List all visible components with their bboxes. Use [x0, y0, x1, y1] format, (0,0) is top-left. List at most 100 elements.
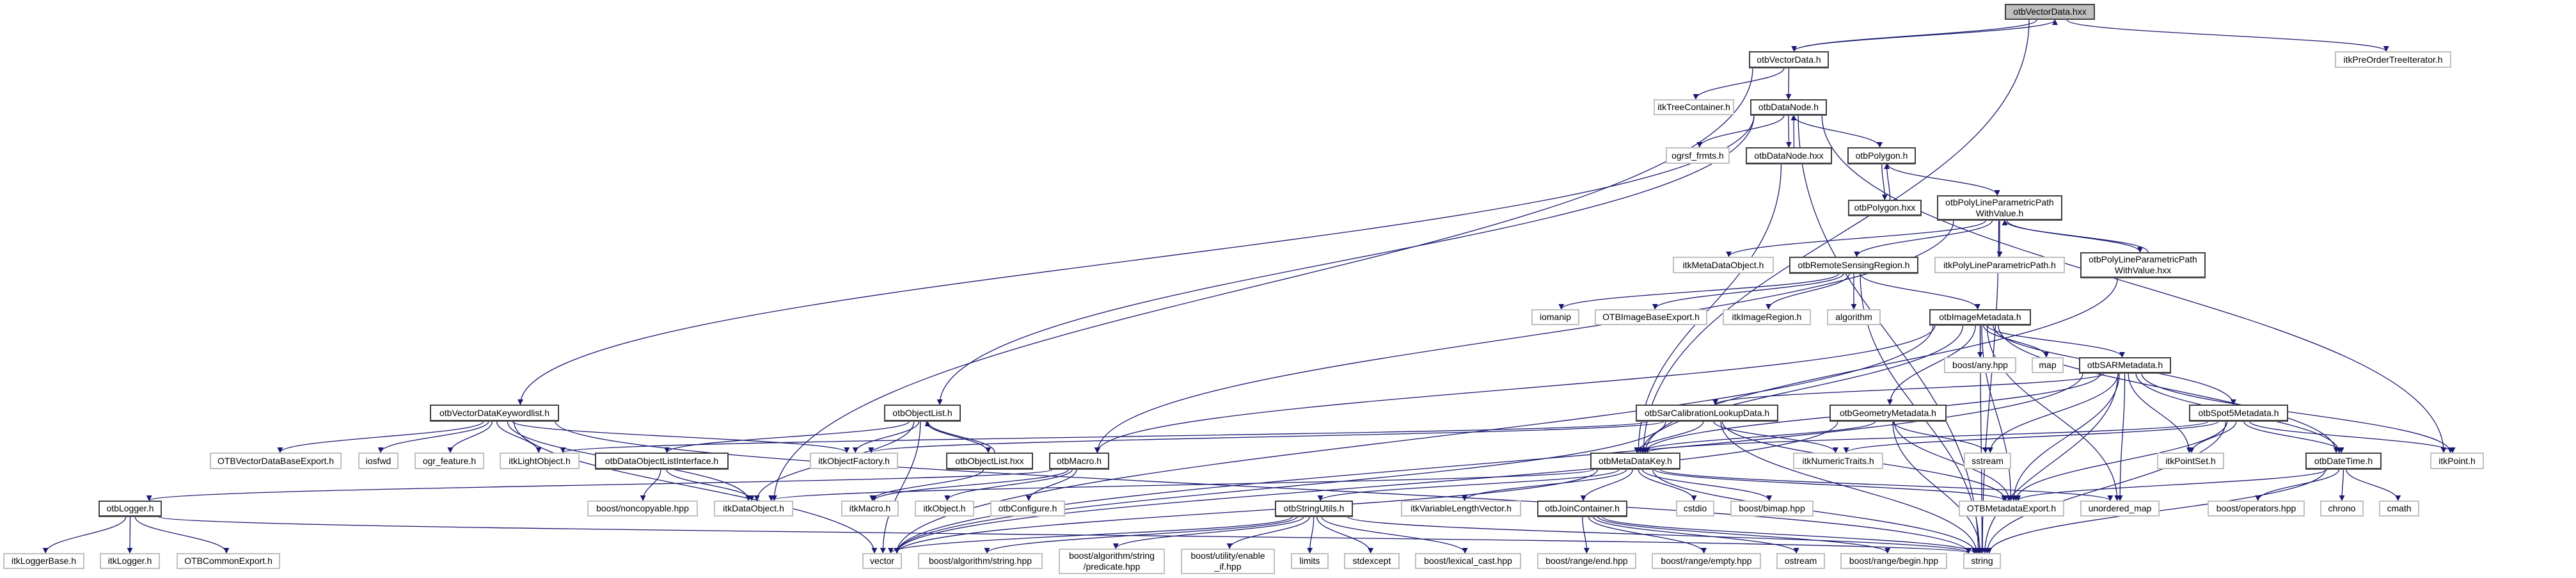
graph-node-itkmacro[interactable]: itkMacro.h	[841, 501, 899, 517]
graph-node-objectlist-hxx[interactable]: otbObjectList.hxx	[946, 453, 1033, 469]
graph-node-objectlist[interactable]: otbObjectList.h	[884, 405, 961, 421]
graph-node-itklogger[interactable]: itkLogger.h	[100, 553, 160, 569]
graph-node-vdbaseexport[interactable]: OTBVectorDataBaseExport.h	[210, 453, 342, 469]
graph-node-bimap[interactable]: boost/bimap.hpp	[1730, 501, 1813, 517]
graph-node-label: boost/range/begin.hpp	[1849, 556, 1939, 566]
graph-node-unorderedmap[interactable]: unordered_map	[2080, 501, 2160, 517]
graph-node-plpv-hxx[interactable]: otbPolyLineParametricPath WithValue.hxx	[2080, 252, 2206, 278]
graph-node-label: otbDateTime.h	[2314, 455, 2373, 466]
graph-node-spot5[interactable]: otbSpot5Metadata.h	[2189, 405, 2288, 421]
edge-sarcal-to-lightobject	[560, 421, 1649, 453]
graph-node-sstream[interactable]: sstream	[1964, 453, 2011, 469]
edge-plpv_hxx-to-plpv_h	[2002, 220, 2149, 253]
edge-metadatakey-to-mdexport	[1654, 469, 2007, 501]
graph-node-stdexcept[interactable]: stdexcept	[1344, 553, 1400, 569]
graph-node-rangeempty[interactable]: boost/range/empty.hpp	[1652, 553, 1761, 569]
graph-node-dolistif[interactable]: otbDataObjectListInterface.h	[595, 453, 729, 469]
graph-node-limits[interactable]: limits	[1291, 553, 1329, 569]
graph-node-imagemetadata[interactable]: otbImageMetadata.h	[1929, 309, 2031, 325]
graph-node-map[interactable]: map	[2032, 357, 2064, 373]
graph-node-imageregion[interactable]: itkImageRegion.h	[1723, 309, 1811, 325]
graph-node-label: itkPreOrderTreeIterator.h	[2343, 54, 2443, 65]
graph-node-cmath[interactable]: cmath	[2379, 501, 2419, 517]
graph-node-label: otbJoinContainer.h	[1545, 503, 1620, 513]
edge-vd_h-to-treecont	[1693, 67, 1785, 100]
graph-node-mdexport[interactable]: OTBMetadataExport.h	[1959, 501, 2064, 517]
graph-node-label: itkObjectFactory.h	[818, 455, 890, 466]
graph-node-rangeend[interactable]: boost/range/end.hpp	[1537, 553, 1636, 569]
graph-node-polygon-h[interactable]: otbPolygon.h	[1847, 147, 1916, 164]
graph-node-operators[interactable]: boost/operators.hpp	[2208, 501, 2305, 517]
edge-objectlist_hxx-to-objectlist	[924, 421, 995, 453]
graph-node-ostream[interactable]: ostream	[1776, 553, 1825, 569]
graph-node-configure[interactable]: otbConfigure.h	[990, 501, 1065, 517]
graph-node-label: iosfwd	[365, 455, 391, 466]
graph-node-itkpoint[interactable]: itkPoint.h	[2430, 453, 2484, 469]
graph-node-ogrfeature[interactable]: ogr_feature.h	[415, 453, 484, 469]
edge-sarcal-to-vector	[894, 421, 1666, 554]
graph-node-rsregion[interactable]: otbRemoteSensingRegion.h	[1789, 257, 1918, 273]
graph-node-datanode-hxx[interactable]: otbDataNode.hxx	[1746, 147, 1832, 164]
graph-node-objfactory[interactable]: itkObjectFactory.h	[810, 453, 898, 469]
edge-spot5-to-itkpoint	[2248, 421, 2456, 453]
edge-sarcal-to-numtraits	[1713, 421, 1838, 453]
graph-node-itkobject[interactable]: itkObject.h	[915, 501, 974, 517]
graph-node-label: itkPoint.h	[2438, 455, 2476, 466]
graph-node-datetime[interactable]: otbDateTime.h	[2305, 453, 2382, 469]
graph-node-treecont[interactable]: itkTreeContainer.h	[1654, 99, 1734, 115]
edge-stringutils-to-stdexcept	[1316, 516, 1374, 554]
graph-node-noncopyable[interactable]: boost/noncopyable.hpp	[587, 501, 698, 517]
graph-node-metadatakey[interactable]: otbMetaDataKey.h	[1590, 453, 1680, 469]
graph-node-lexicalcast[interactable]: boost/lexical_cast.hpp	[1415, 553, 1521, 569]
graph-node-varlenvec[interactable]: itkVariableLengthVector.h	[1401, 501, 1521, 517]
graph-node-enableif[interactable]: boost/utility/enable _if.hpp	[1181, 549, 1275, 574]
edge-metadatakey-to-vector	[894, 469, 1599, 554]
graph-node-label: itkPointSet.h	[2165, 455, 2216, 466]
graph-node-polygon-hxx[interactable]: otbPolygon.hxx	[1848, 200, 1922, 216]
graph-node-sarcal[interactable]: otbSarCalibrationLookupData.h	[1636, 405, 1778, 421]
graph-node-label: boost/range/end.hpp	[1545, 556, 1628, 566]
graph-node-pointset[interactable]: itkPointSet.h	[2157, 453, 2224, 469]
graph-node-label: itkMacro.h	[849, 503, 891, 513]
graph-node-joincontainer[interactable]: otbJoinContainer.h	[1537, 501, 1627, 517]
graph-node-commonexport[interactable]: OTBCommonExport.h	[177, 553, 280, 569]
graph-node-dataobject[interactable]: itkDataObject.h	[714, 501, 793, 517]
graph-node-geommd[interactable]: otbGeometryMetadata.h	[1829, 405, 1947, 421]
edge-datanode_hxx-to-metadatakey	[1635, 163, 1782, 453]
graph-node-vd-h[interactable]: otbVectorData.h	[1749, 51, 1829, 68]
edge-stringutils-to-string	[1347, 516, 1972, 554]
graph-node-plp[interactable]: itkPolyLineParametricPath.h	[1934, 257, 2065, 273]
graph-node-string[interactable]: string	[1963, 553, 2001, 569]
graph-node-anyhpp[interactable]: boost/any.hpp	[1944, 357, 2016, 373]
graph-node-logger[interactable]: otbLogger.h	[99, 501, 162, 517]
edge-spot5-to-mdexport	[2013, 421, 2228, 501]
graph-node-lightobject[interactable]: itkLightObject.h	[500, 453, 580, 469]
graph-node-imgbaseexport[interactable]: OTBImageBaseExport.h	[1595, 309, 1707, 325]
graph-node-label: sstream	[1972, 455, 2003, 466]
graph-node-stringutils[interactable]: otbStringUtils.h	[1275, 501, 1353, 517]
graph-node-label: itkLoggerBase.h	[11, 556, 77, 566]
graph-node-plpv-h[interactable]: otbPolyLineParametricPath WithValue.h	[1937, 195, 2062, 220]
graph-node-loggerbase[interactable]: itkLoggerBase.h	[3, 553, 84, 569]
graph-node-chrono[interactable]: chrono	[2320, 501, 2364, 517]
graph-node-metadataobj[interactable]: itkMetaDataObject.h	[1673, 257, 1774, 273]
graph-node-rangebegin[interactable]: boost/range/begin.hpp	[1840, 553, 1947, 569]
edge-polygon_h-to-polygon_hxx	[1881, 163, 1888, 200]
graph-node-predicate[interactable]: boost/algorithm/string /predicate.hpp	[1059, 549, 1165, 574]
graph-node-label: ogr_feature.h	[422, 455, 477, 466]
graph-node-macro[interactable]: otbMacro.h	[1049, 453, 1109, 469]
graph-node-label: boost/operators.hpp	[2216, 503, 2296, 513]
graph-node-vdkwl[interactable]: otbVectorDataKeywordlist.h	[430, 405, 559, 421]
graph-node-datanode-h[interactable]: otbDataNode.h	[1750, 99, 1827, 115]
graph-node-algorithm[interactable]: algorithm	[1827, 309, 1881, 325]
graph-node-hxx[interactable]: otbVectorData.hxx	[2005, 4, 2095, 20]
graph-node-vector[interactable]: vector	[862, 553, 902, 569]
graph-node-preorder[interactable]: itkPreOrderTreeIterator.h	[2335, 51, 2451, 68]
graph-node-numtraits[interactable]: itkNumericTraits.h	[1793, 453, 1883, 469]
graph-node-cstdio[interactable]: cstdio	[1676, 501, 1714, 517]
graph-node-ogrsf[interactable]: ogrsf_frmts.h	[1666, 147, 1730, 164]
graph-node-iomanip[interactable]: iomanip	[1531, 309, 1579, 325]
graph-node-algstring[interactable]: boost/algorithm/string.hpp	[918, 553, 1043, 569]
graph-node-sarmd[interactable]: otbSARMetadata.h	[2079, 357, 2171, 373]
graph-node-iosfwd[interactable]: iosfwd	[358, 453, 399, 469]
